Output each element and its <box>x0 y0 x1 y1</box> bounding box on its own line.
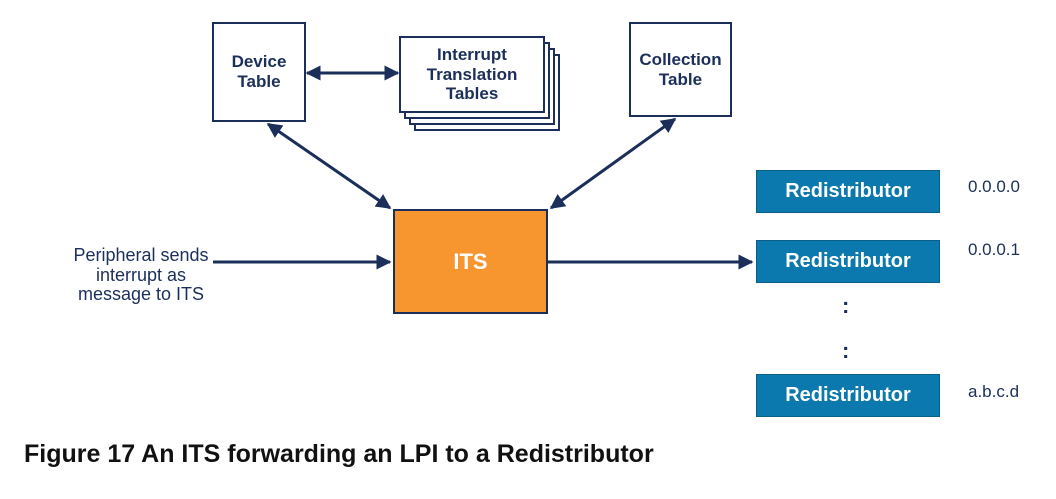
redistributor-label-2: Redistributor <box>785 384 911 406</box>
peripheral-source-text: Peripheral sends interrupt as message to… <box>52 226 230 305</box>
its-label: ITS <box>453 248 488 274</box>
redistributor-address-1: 0.0.0.1 <box>968 240 1020 259</box>
its-box: ITS <box>393 209 548 314</box>
redistributor-label-0: Redistributor <box>785 180 911 202</box>
collection-table-label: Collection Table <box>639 49 722 89</box>
itt-box: Interrupt Translation Tables <box>399 36 545 113</box>
redistributor-address-0: 0.0.0.0 <box>968 177 1020 196</box>
device-its-arrow <box>266 122 392 210</box>
redistributor-label-1: Redistributor <box>785 250 911 272</box>
collection-its-arrow <box>549 117 677 210</box>
redistributor-box-0: Redistributor <box>756 170 940 213</box>
ellipsis-dot-2: : <box>842 338 850 363</box>
peripheral-source-label: Peripheral sends interrupt as message to… <box>73 244 209 305</box>
redistributor-address-2: a.b.c.d <box>968 382 1020 401</box>
redistributor-box-2: Redistributor <box>756 374 940 417</box>
device-table-box: Device Table <box>212 22 306 122</box>
figure-caption: Figure 17 An ITS forwarding an LPI to a … <box>24 440 654 468</box>
itt-label: Interrupt Translation Tables <box>426 45 518 104</box>
collection-table-box: Collection Table <box>629 22 732 117</box>
redistributor-box-1: Redistributor <box>756 240 940 283</box>
ellipsis-dot-1: : <box>842 293 850 318</box>
device-table-label: Device Table <box>231 52 287 91</box>
